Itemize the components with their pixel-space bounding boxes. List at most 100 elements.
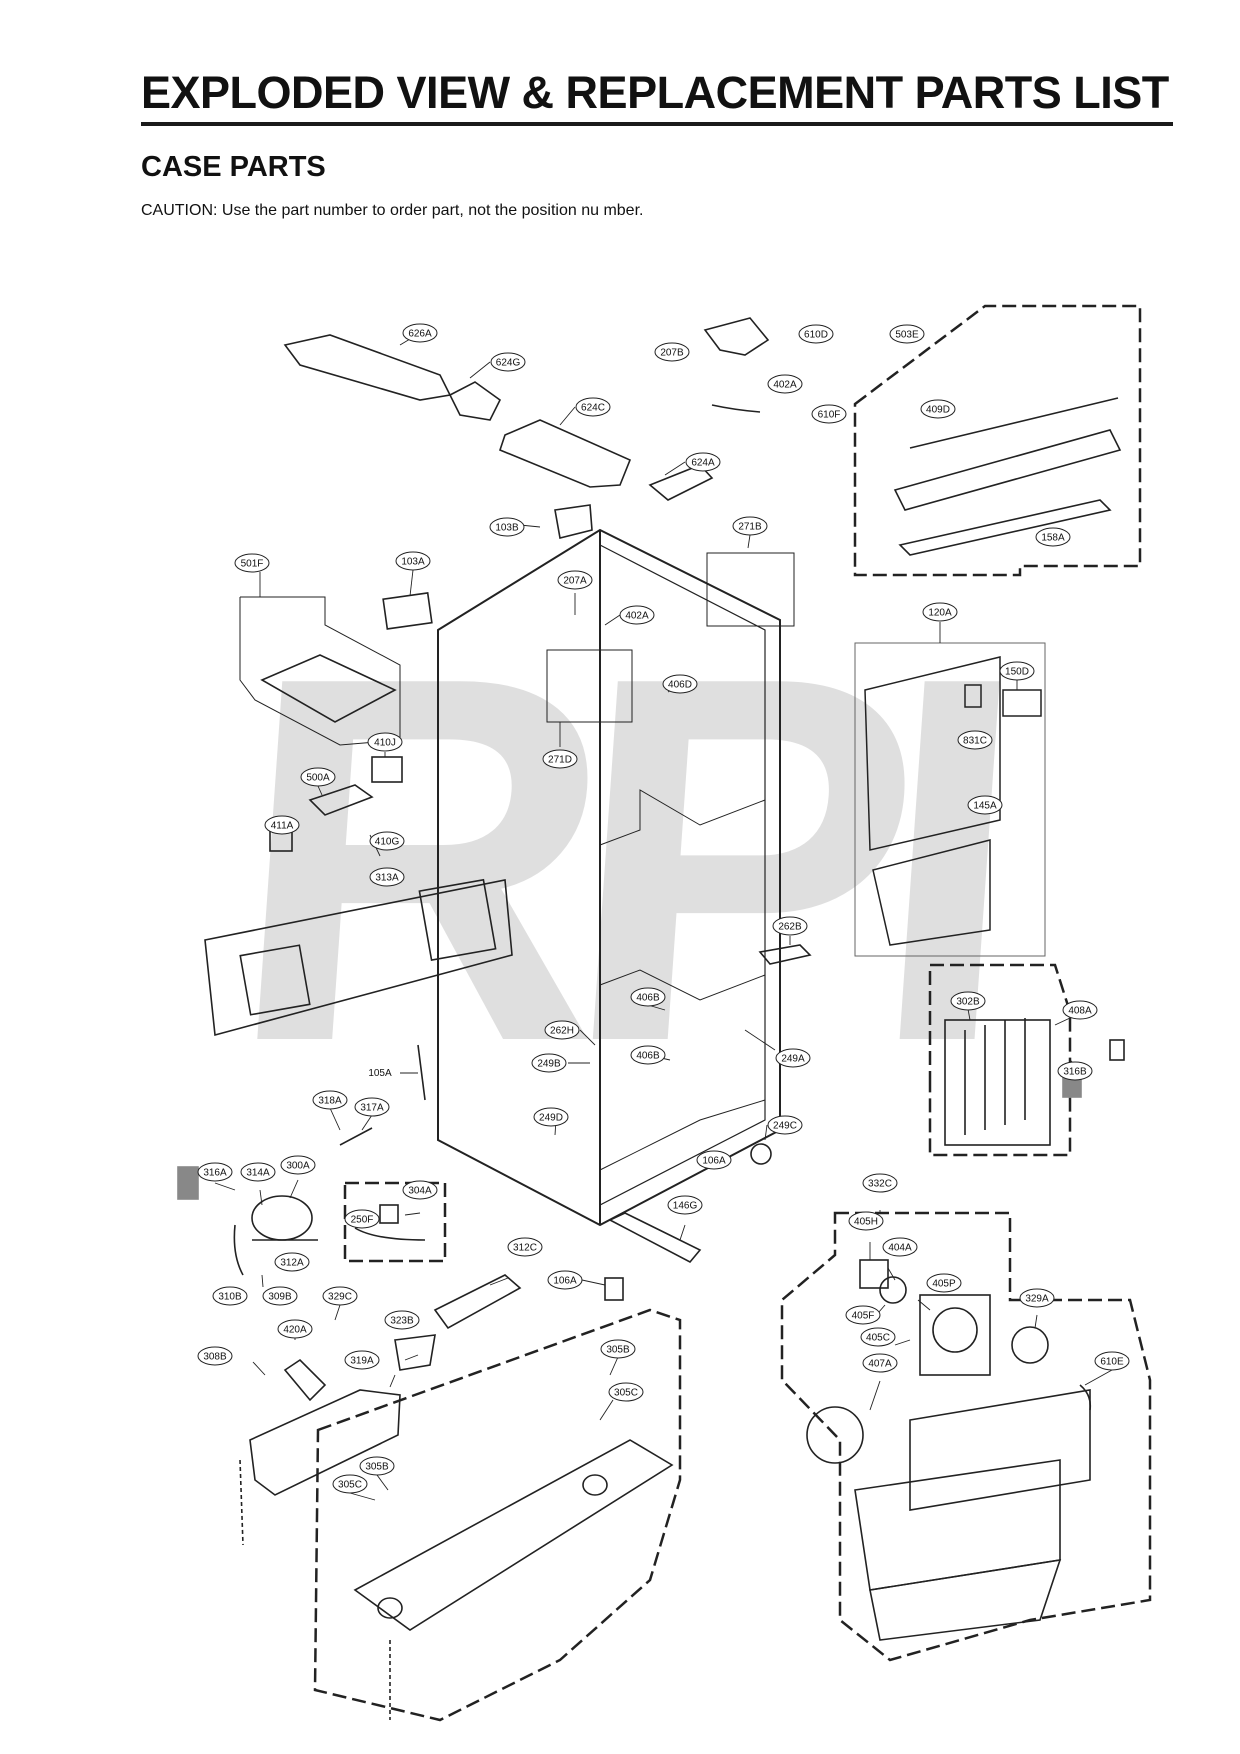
svg-text:105A: 105A — [368, 1068, 392, 1079]
callout-420A: 420A — [277, 1319, 313, 1339]
callout-323B: 323B — [384, 1310, 420, 1330]
group-outline-305 — [313, 1308, 682, 1722]
svg-text:310B: 310B — [218, 1292, 242, 1303]
svg-text:305C: 305C — [614, 1388, 638, 1399]
svg-text:624G: 624G — [496, 358, 521, 369]
svg-text:610F: 610F — [818, 410, 841, 421]
leader-lines — [214, 332, 1113, 1501]
svg-text:610D: 610D — [804, 330, 828, 341]
svg-text:120A: 120A — [928, 608, 952, 619]
group-outline-503E — [853, 304, 1142, 577]
svg-text:207B: 207B — [660, 348, 684, 359]
title-underline — [141, 122, 1173, 126]
callout-402A-top: 402A — [767, 374, 803, 394]
svg-text:262H: 262H — [550, 1026, 574, 1037]
svg-text:406B: 406B — [636, 1051, 660, 1062]
svg-text:405P: 405P — [932, 1279, 956, 1290]
callout-250F: 250F — [344, 1209, 380, 1229]
panel-parts-503E — [893, 397, 1122, 556]
callout-500A: 500A — [300, 767, 336, 787]
svg-text:411A: 411A — [271, 821, 294, 832]
group-outline-120A — [854, 642, 1046, 957]
callout-610D: 610D — [798, 324, 834, 344]
group-outline-lines — [313, 304, 1152, 1722]
callout-318A: 318A — [312, 1090, 348, 1110]
svg-text:250F: 250F — [351, 1215, 374, 1226]
svg-text:318A: 318A — [318, 1096, 342, 1107]
callout-406B-2: 406B — [630, 1045, 666, 1065]
callout-624C: 624C — [575, 397, 611, 417]
callout-105A: 105A — [368, 1068, 392, 1079]
callout-271D: 271D — [542, 749, 578, 769]
callout-626A: 626A — [402, 323, 438, 343]
callout-624G: 624G — [490, 352, 526, 372]
svg-text:406D: 406D — [668, 680, 692, 691]
callout-314A: 314A — [240, 1162, 276, 1182]
callout-249D: 249D — [533, 1107, 569, 1127]
callout-249C: 249C — [767, 1115, 803, 1135]
svg-text:103A: 103A — [401, 557, 425, 568]
callout-305C-2: 305C — [332, 1474, 368, 1494]
callout-305B-1: 305B — [600, 1339, 636, 1359]
cabinet-body — [437, 528, 781, 1227]
svg-text:410J: 410J — [374, 738, 396, 749]
left-parts — [204, 592, 513, 1146]
svg-text:249D: 249D — [539, 1113, 563, 1124]
callout-316A: 316A — [197, 1162, 233, 1182]
svg-text:308B: 308B — [203, 1352, 227, 1363]
svg-text:146G: 146G — [673, 1201, 698, 1212]
callout-406B-1: 406B — [630, 987, 666, 1007]
callout-262B: 262B — [772, 916, 808, 936]
svg-text:207A: 207A — [563, 576, 587, 587]
svg-text:316B: 316B — [1063, 1067, 1087, 1078]
svg-text:262B: 262B — [778, 922, 802, 933]
svg-text:420A: 420A — [283, 1325, 307, 1336]
svg-text:323B: 323B — [390, 1316, 414, 1327]
callout-405P: 405P — [926, 1273, 962, 1293]
svg-text:407A: 407A — [868, 1359, 892, 1370]
svg-text:500A: 500A — [306, 773, 330, 784]
svg-text:503E: 503E — [895, 330, 919, 341]
callout-304A: 304A — [402, 1180, 438, 1200]
group-outline-271B — [706, 552, 795, 627]
svg-text:408A: 408A — [1068, 1006, 1092, 1017]
svg-text:329A: 329A — [1025, 1294, 1049, 1305]
callout-831C: 831C — [957, 730, 993, 750]
callout-610E: 610E — [1094, 1351, 1130, 1371]
callout-501F: 501F — [234, 553, 270, 573]
callout-310B: 310B — [212, 1286, 248, 1306]
svg-text:410G: 410G — [375, 837, 400, 848]
svg-text:402A: 402A — [625, 611, 649, 622]
svg-text:103B: 103B — [495, 523, 519, 534]
svg-text:300A: 300A — [286, 1161, 310, 1172]
svg-text:106A: 106A — [702, 1156, 726, 1167]
svg-text:316A: 316A — [203, 1168, 227, 1179]
svg-text:624C: 624C — [581, 403, 605, 414]
svg-text:249A: 249A — [781, 1054, 805, 1065]
callout-411A: 411A — [264, 815, 300, 835]
machine-compartment — [177, 1166, 674, 1720]
svg-text:271B: 271B — [738, 522, 762, 533]
callout-302B: 302B — [950, 991, 986, 1011]
callout-207B: 207B — [654, 342, 690, 362]
callout-402A: 402A — [619, 605, 655, 625]
svg-text:158A: 158A — [1041, 533, 1065, 544]
svg-text:304A: 304A — [408, 1186, 432, 1197]
group-outline-304A — [343, 1181, 447, 1263]
callout-262H: 262H — [544, 1020, 580, 1040]
callout-410J: 410J — [367, 732, 403, 752]
svg-text:831C: 831C — [963, 736, 987, 747]
svg-text:409D: 409D — [926, 405, 950, 416]
callout-405H: 405H — [848, 1211, 884, 1231]
callout-308B: 308B — [197, 1346, 233, 1366]
svg-text:405H: 405H — [854, 1217, 878, 1228]
svg-text:404A: 404A — [888, 1243, 912, 1254]
callout-106A-2: 106A — [547, 1270, 583, 1290]
callout-305B-2: 305B — [359, 1456, 395, 1476]
callout-410G: 410G — [369, 831, 405, 851]
svg-text:405F: 405F — [852, 1311, 875, 1322]
svg-text:317A: 317A — [360, 1103, 384, 1114]
callout-610F: 610F — [811, 404, 847, 424]
page-title: EXPLODED VIEW & REPLACEMENT PARTS LIST — [141, 67, 1169, 118]
callout-319A: 319A — [344, 1350, 380, 1370]
